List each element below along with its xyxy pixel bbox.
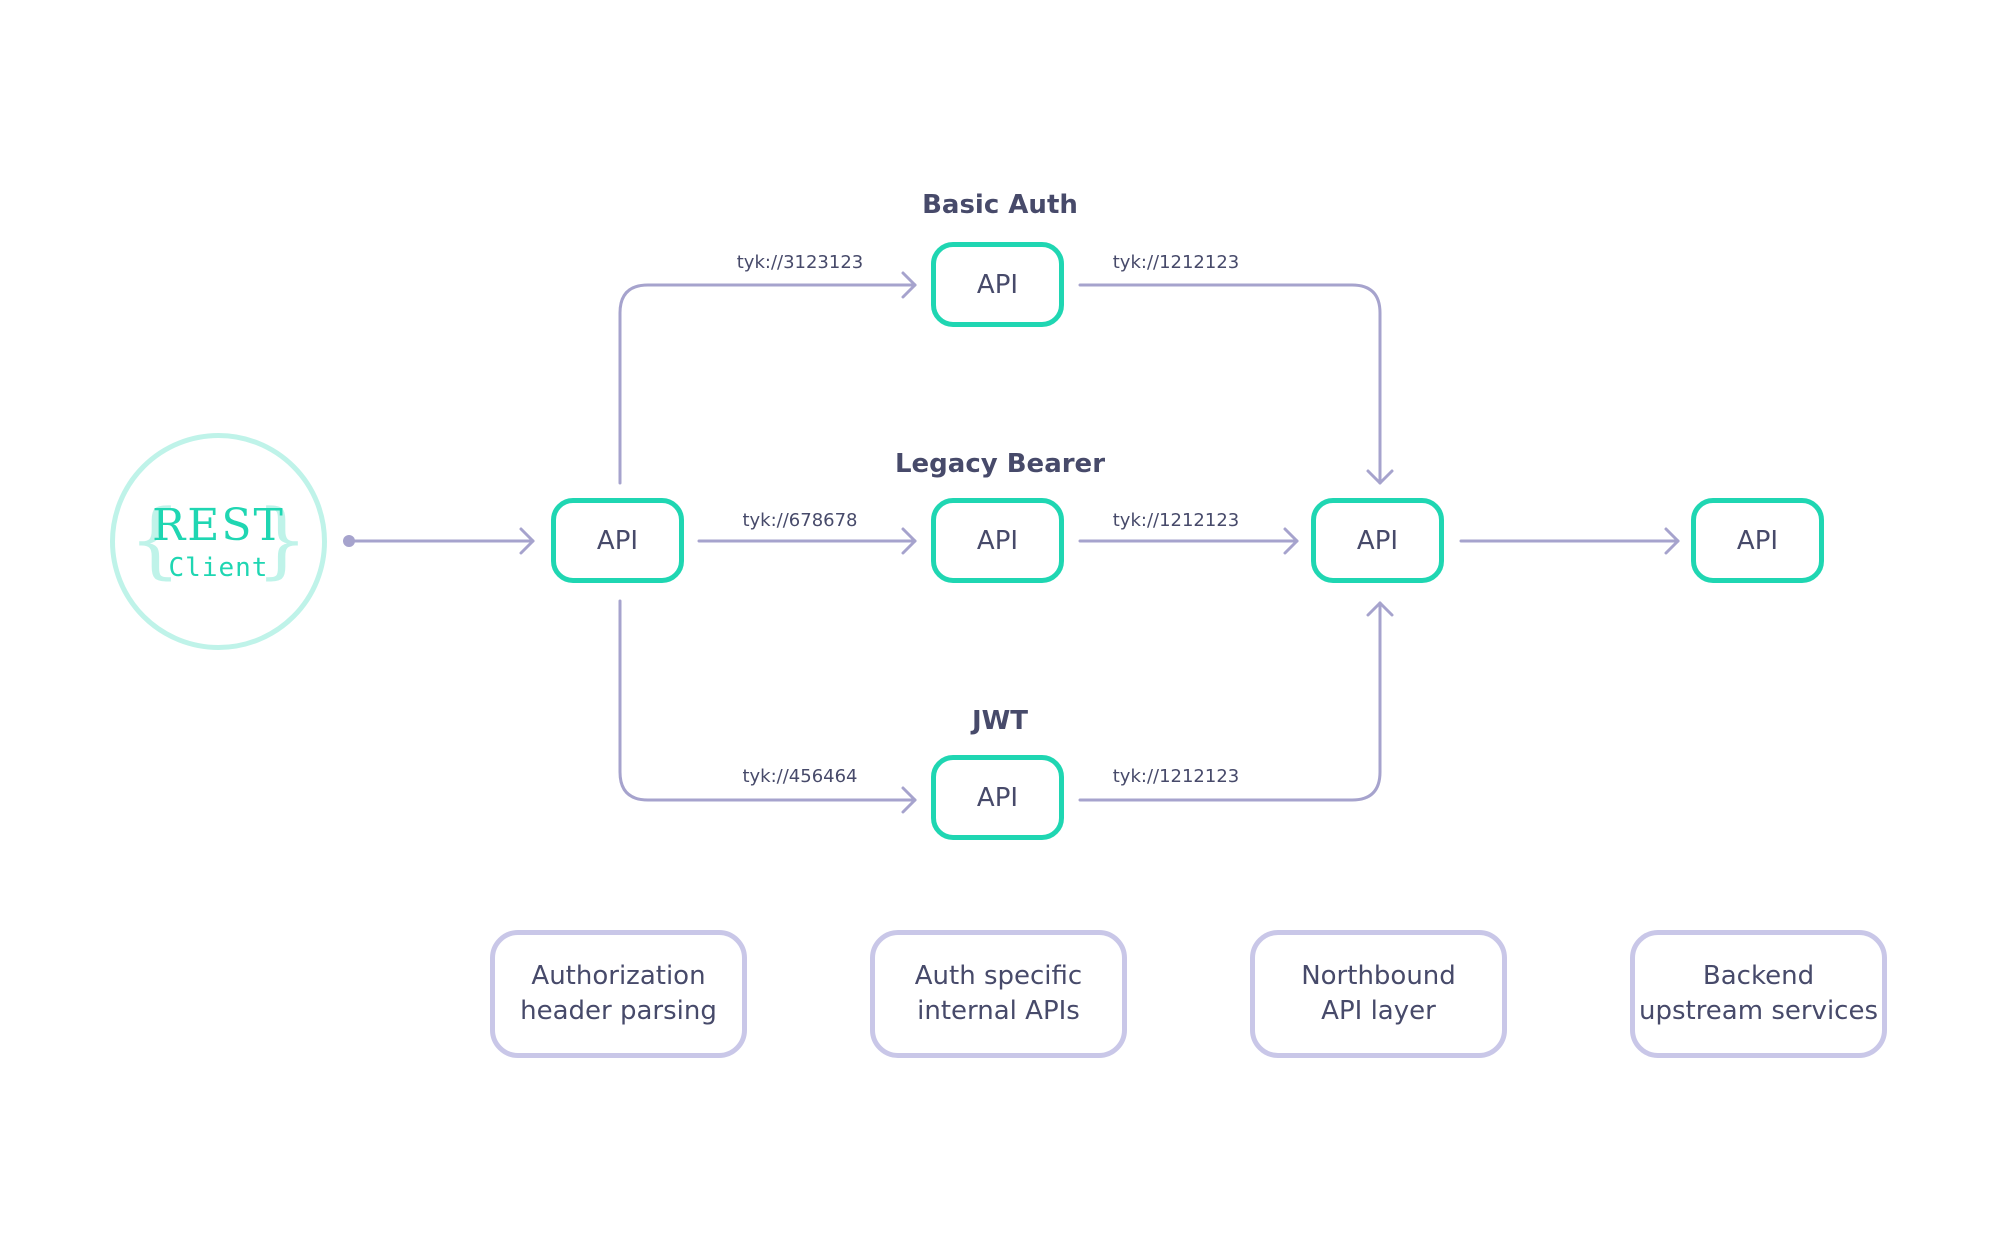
legend-line: API layer bbox=[1321, 996, 1436, 1026]
connector-parser-to-jwt bbox=[618, 599, 917, 802]
arrowhead bbox=[1366, 601, 1394, 617]
legend-line: internal APIs bbox=[917, 996, 1080, 1026]
legend-line: header parsing bbox=[520, 996, 717, 1026]
arrowhead bbox=[519, 527, 535, 555]
legend-auth-specific-internal-apis: Auth specific internal APIs bbox=[870, 930, 1127, 1058]
arrowhead bbox=[1283, 527, 1299, 555]
edge-label-to-basic-auth: tyk://3123123 bbox=[736, 252, 864, 273]
rest-client-logo: { } REST Client bbox=[110, 433, 327, 650]
connector-jwt-to-northbound bbox=[1078, 601, 1382, 802]
left-brace-icon: { bbox=[129, 493, 182, 588]
group-title-jwt: JWT bbox=[971, 706, 1029, 736]
api-node-header-parser: API bbox=[551, 498, 684, 583]
legend-authorization-header-parsing: Authorization header parsing bbox=[490, 930, 747, 1058]
right-brace-icon: } bbox=[255, 493, 308, 588]
legend-backend-upstream-services: Backend upstream services bbox=[1630, 930, 1887, 1058]
api-node-backend: API bbox=[1691, 498, 1824, 583]
legend-northbound-api-layer: Northbound API layer bbox=[1250, 930, 1507, 1058]
edge-label-legacy-bearer-out: tyk://1212123 bbox=[1112, 510, 1240, 531]
edge-label-to-legacy-bearer: tyk://678678 bbox=[742, 510, 858, 531]
legend-line: upstream services bbox=[1638, 996, 1879, 1026]
api-node-northbound: API bbox=[1311, 498, 1444, 583]
legend-line: Northbound bbox=[1301, 961, 1456, 991]
api-node-jwt: API bbox=[931, 755, 1064, 840]
rest-client-subtitle: Client bbox=[168, 553, 269, 583]
group-title-legacy-bearer: Legacy Bearer bbox=[894, 449, 1106, 479]
api-node-legacy-bearer: API bbox=[931, 498, 1064, 583]
arrowhead bbox=[901, 786, 917, 814]
edge-label-basic-auth-out: tyk://1212123 bbox=[1112, 252, 1240, 273]
group-title-basic-auth: Basic Auth bbox=[922, 190, 1078, 220]
edge-label-jwt-out: tyk://1212123 bbox=[1112, 766, 1240, 787]
connector-parser-to-basic-auth bbox=[618, 283, 917, 485]
arrowhead bbox=[1366, 469, 1394, 485]
rest-client-title: REST bbox=[152, 500, 285, 551]
connector-basic-auth-to-northbound bbox=[1078, 283, 1382, 485]
legend-line: Authorization bbox=[531, 961, 706, 991]
edge-label-to-jwt: tyk://456464 bbox=[742, 766, 858, 787]
api-node-basic-auth: API bbox=[931, 242, 1064, 327]
legend-line: Backend bbox=[1702, 961, 1815, 991]
legend-line: Auth specific bbox=[914, 961, 1083, 991]
arrowhead bbox=[1664, 527, 1680, 555]
arrowhead bbox=[901, 527, 917, 555]
arrowhead bbox=[901, 271, 917, 299]
